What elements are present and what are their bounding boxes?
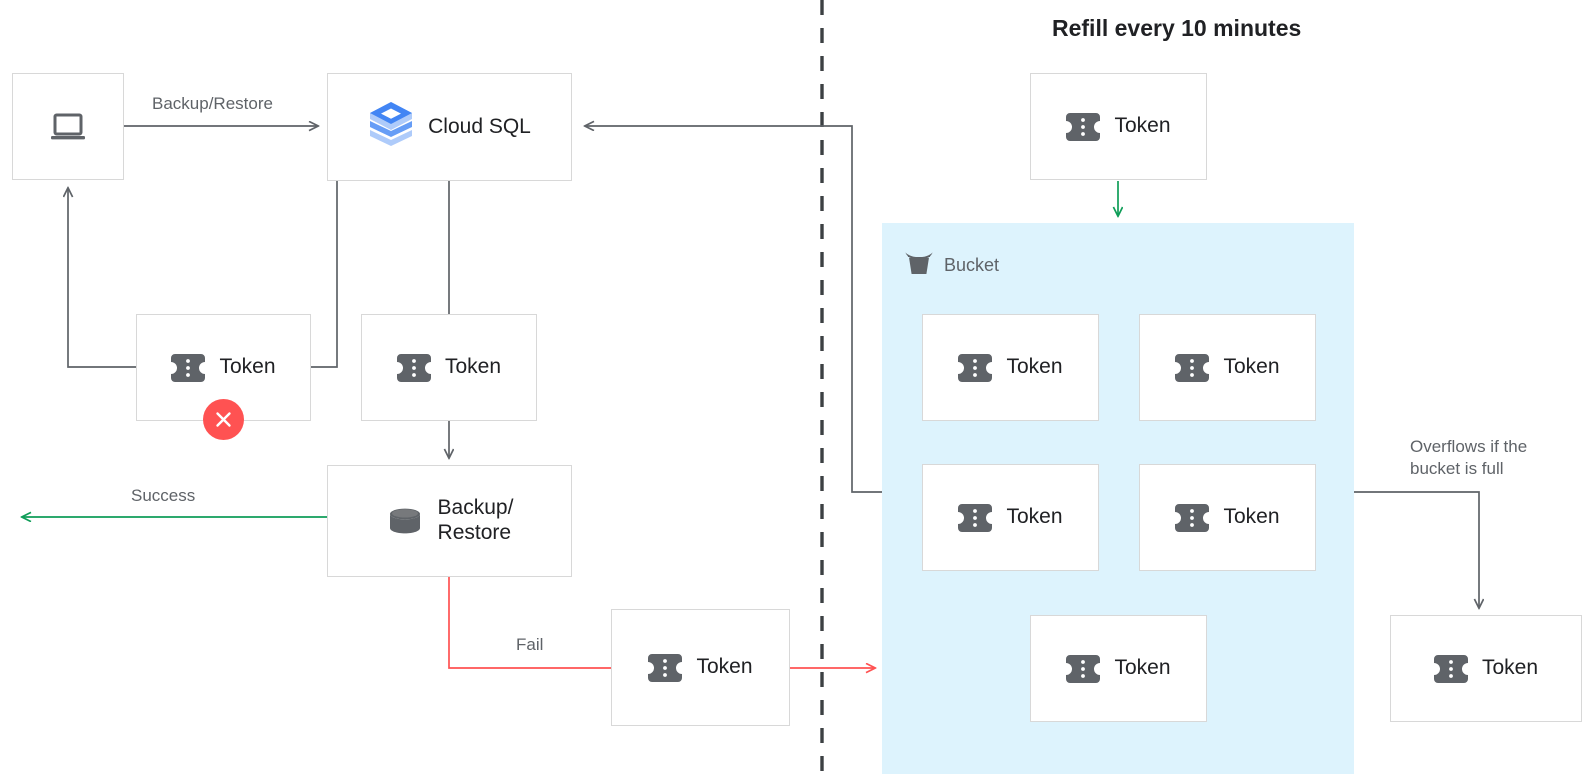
- bucket-token-2[interactable]: Token: [1139, 314, 1316, 421]
- edge-label-success: Success: [131, 486, 196, 505]
- token-label: Token: [1006, 355, 1063, 379]
- token-icon: [648, 653, 683, 682]
- token-label: Token: [696, 655, 753, 679]
- bucket-header: Bucket: [903, 248, 999, 283]
- edge-label-fail: Fail: [516, 635, 544, 654]
- cloud-sql-icon: [368, 100, 414, 154]
- client-node[interactable]: [12, 73, 124, 180]
- token-icon: [958, 353, 993, 382]
- bucket-label: Bucket: [944, 255, 1000, 275]
- laptop-icon: [48, 110, 88, 144]
- cloud-sql-node[interactable]: Cloud SQL: [327, 73, 572, 181]
- page-title: Refill every 10 minutes: [1052, 15, 1302, 41]
- token-label: Token: [444, 355, 502, 379]
- bucket-icon: [903, 248, 935, 283]
- edge-bucket-to-cloudsql: [585, 126, 882, 493]
- token-label: Token: [219, 355, 276, 379]
- edge-cloudsql-to-token-left: [311, 181, 338, 368]
- edge-label-overflow: Overflows if the bucket is full: [1410, 437, 1528, 479]
- token-icon: [1066, 112, 1101, 141]
- bucket-token-5[interactable]: Token: [1030, 615, 1207, 722]
- token-icon: [958, 503, 993, 532]
- token-overflow-node[interactable]: Token: [1390, 615, 1582, 722]
- token-fail-node[interactable]: Token: [611, 609, 790, 726]
- token-label: Token: [1114, 656, 1171, 680]
- backup-restore-label: Backup/ Restore: [437, 496, 514, 544]
- edge-label-backup-restore: Backup/Restore: [152, 94, 273, 113]
- token-icon: [1175, 503, 1210, 532]
- bucket-token-3[interactable]: Token: [922, 464, 1099, 571]
- cloud-sql-label: Cloud SQL: [428, 114, 531, 138]
- backup-restore-node[interactable]: Backup/ Restore: [327, 465, 572, 577]
- token-icon: [1066, 654, 1101, 683]
- close-icon: [216, 412, 231, 427]
- edge-token-left-to-client: [68, 188, 136, 368]
- bucket-token-1[interactable]: Token: [922, 314, 1099, 421]
- edge-bucket-overflow: [1354, 491, 1479, 608]
- bucket-token-4[interactable]: Token: [1139, 464, 1316, 571]
- token-icon: [1175, 353, 1210, 382]
- token-label: Token: [1481, 656, 1539, 680]
- database-icon: [386, 505, 424, 537]
- token-middle-node[interactable]: Token: [361, 314, 537, 421]
- token-icon: [396, 353, 431, 382]
- token-label: Token: [1223, 505, 1280, 529]
- token-label: Token: [1223, 355, 1280, 379]
- token-label: Token: [1006, 505, 1063, 529]
- token-refill-node[interactable]: Token: [1030, 73, 1207, 180]
- token-label: Token: [1114, 114, 1171, 138]
- token-icon: [1433, 654, 1468, 683]
- error-x-badge: [203, 399, 244, 440]
- token-icon: [171, 353, 206, 382]
